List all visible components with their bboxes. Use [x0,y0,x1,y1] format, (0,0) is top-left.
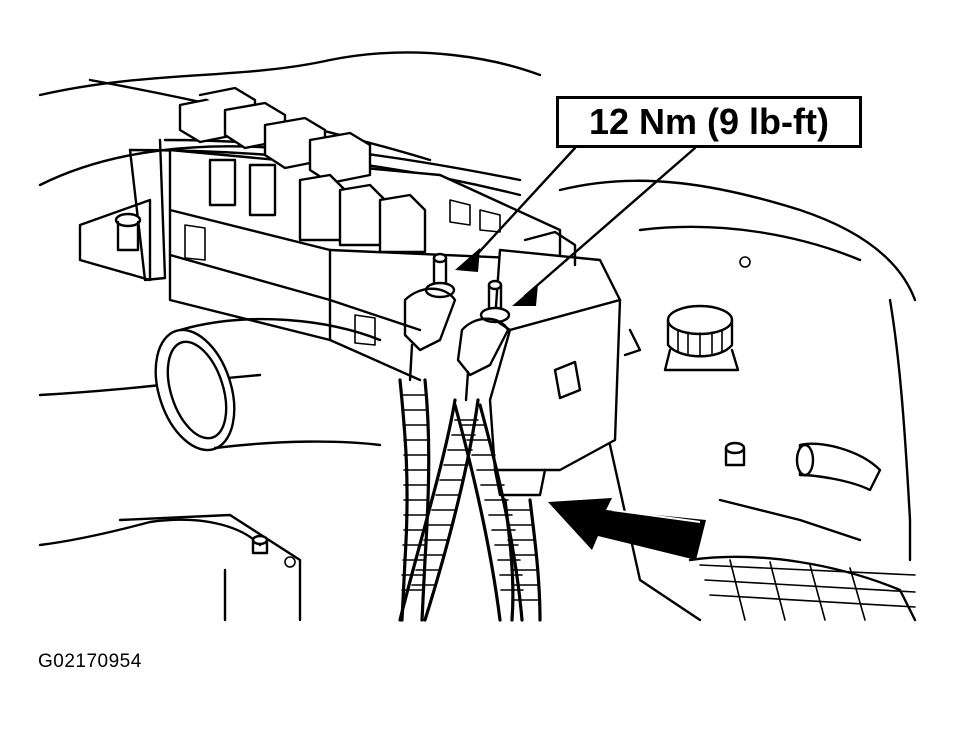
air-intake-duct [154,317,382,452]
cable-lugs [403,287,510,402]
mounting-bolt [78,198,152,282]
grille-detail [699,559,916,621]
junction-box [488,230,642,497]
leader-arrowhead-left [455,248,480,272]
small-fasteners [251,256,882,568]
torque-callout-box: 12 Nm (9 lb-ft) [556,96,862,148]
reservoir-cap [663,304,740,372]
figure-id-label: G02170954 [38,651,142,672]
fuse-relay-box [168,86,562,382]
leader-arrowhead-right [512,284,538,306]
wiring-harness [398,378,542,622]
callout-leaders [455,146,697,306]
pointer-arrow [548,498,706,560]
torque-callout-label: 12 Nm (9 lb-ft) [588,101,829,142]
